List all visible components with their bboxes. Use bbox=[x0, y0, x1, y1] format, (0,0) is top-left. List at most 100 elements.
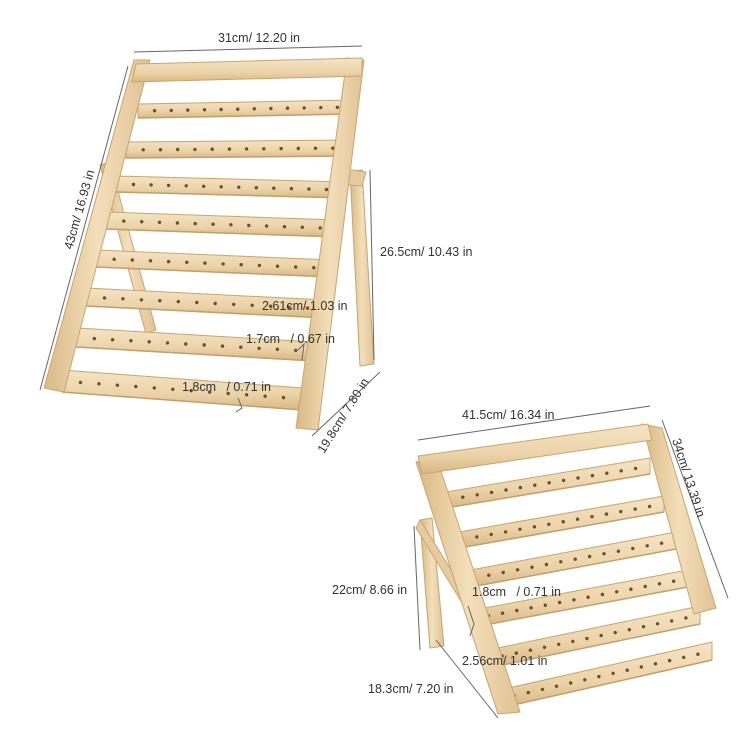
rack-2-peg-hole bbox=[616, 549, 621, 553]
rack-2-peg-hole bbox=[475, 535, 479, 539]
rack-1-peg-hole bbox=[184, 342, 188, 346]
rack-2-peg-hole bbox=[643, 584, 647, 589]
rack-2-peg-hole bbox=[682, 655, 686, 660]
rack-1-peg-hole bbox=[78, 380, 83, 385]
rack-2-peg-hole bbox=[559, 560, 563, 564]
rack-1-peg-hole bbox=[268, 304, 273, 308]
rack-2-peg-hole bbox=[587, 554, 592, 559]
rack-1-peg-hole bbox=[269, 106, 273, 111]
rack-1-peg-hole bbox=[92, 336, 97, 341]
rack-2-peg-hole bbox=[586, 595, 590, 599]
rack-2-peg-hole bbox=[503, 530, 508, 534]
rack-1-peg-hole bbox=[275, 264, 280, 268]
rack-1-peg-hole bbox=[112, 257, 116, 261]
rack-2-peg-hole bbox=[526, 690, 530, 695]
rack-1-peg-hole bbox=[302, 106, 306, 110]
rack-1-peg-hole bbox=[185, 260, 189, 264]
rack-1-peg-hole bbox=[313, 146, 318, 150]
rack-1-peg-hole bbox=[171, 387, 175, 391]
rack-1-peg-hole bbox=[285, 106, 290, 110]
rack-2-peg-hole bbox=[645, 544, 649, 548]
rack-2-peg-hole bbox=[542, 645, 547, 649]
rack-2-peg-hole bbox=[605, 471, 609, 475]
rack-1-peg-hole bbox=[272, 186, 276, 190]
rack-2-peg-hole bbox=[569, 681, 573, 685]
rack-1-peg-hole bbox=[184, 184, 188, 188]
rack-1-peg-hole bbox=[202, 343, 206, 347]
rack-2-crossbar-edge bbox=[433, 473, 651, 511]
rack-1-crossbar-edge bbox=[125, 155, 351, 159]
rack-2-peg-hole bbox=[657, 582, 662, 586]
rack-1-peg-hole bbox=[279, 146, 283, 151]
rack-1-peg-hole bbox=[226, 391, 230, 396]
rack-1-crossbar-edge bbox=[75, 346, 315, 362]
rack-1-crossbar-edge bbox=[95, 266, 333, 278]
rack-2-crossbar-edge bbox=[487, 623, 701, 669]
rack-2-peg-hole bbox=[659, 541, 664, 545]
rack-1-peg-hole bbox=[208, 390, 212, 394]
rack-2-peg-hole bbox=[557, 600, 562, 605]
rack-2-peg-hole bbox=[625, 668, 629, 672]
rack-1-peg-hole bbox=[139, 298, 144, 302]
rack-1-peg-hole bbox=[335, 105, 340, 110]
rack-2-peg-hole bbox=[561, 520, 565, 524]
rack-1-peg-hole bbox=[193, 221, 197, 226]
rack-1-peg-hole bbox=[275, 347, 280, 351]
rack-1-peg-hole bbox=[289, 186, 294, 191]
rack-1-peg-hole bbox=[305, 306, 310, 310]
rack-2-peg-hole bbox=[590, 515, 594, 519]
rack-1-peg-hole bbox=[165, 341, 170, 345]
rack-1-peg-hole bbox=[264, 224, 269, 228]
rack-1-peg-hole bbox=[307, 187, 311, 191]
rack-1-peg-hole bbox=[257, 346, 261, 350]
rack-1-peg-hole bbox=[237, 185, 241, 189]
rack-2-peg-hole bbox=[518, 485, 523, 490]
rack-1-peg-hole bbox=[239, 345, 243, 349]
rack-1-peg-hole bbox=[158, 299, 162, 303]
rack-1-crossbar-edge bbox=[105, 228, 339, 238]
rack-2-peg-hole bbox=[518, 527, 522, 531]
rack-1-peg-hole bbox=[229, 223, 233, 227]
rack-1-peg-hole bbox=[131, 182, 136, 187]
rack-1-peg-hole bbox=[193, 147, 197, 152]
rack-1-peg-hole bbox=[213, 301, 217, 306]
rack-2-peg-hole bbox=[504, 488, 508, 492]
rack-1-peg-hole bbox=[239, 263, 243, 267]
rack-1-peg-hole bbox=[140, 220, 144, 224]
rack-2-crossbar-edge bbox=[447, 511, 665, 551]
rack-2-peg-hole bbox=[573, 557, 577, 561]
rack-2-top-width-label: 41.5cm/ 16.34 in bbox=[462, 408, 554, 422]
rack-2-peg-hole bbox=[619, 469, 623, 473]
rack-2 bbox=[415, 423, 717, 715]
rack-1-peg-hole bbox=[236, 107, 240, 111]
rack-2-top-rail bbox=[417, 423, 653, 475]
rack-2-peg-hole bbox=[515, 568, 520, 572]
rack-1-peg-hole bbox=[158, 148, 163, 152]
rack-2-peg-hole bbox=[515, 608, 519, 613]
rack-1-peg-hole bbox=[282, 225, 287, 229]
rack-2-crossbar-edge bbox=[459, 548, 677, 590]
rack-2-peg-hole bbox=[487, 573, 491, 577]
rack-1-peg-hole bbox=[121, 297, 125, 301]
rack-1-peg-hole bbox=[134, 384, 138, 389]
rack-2-peg-hole bbox=[629, 587, 633, 591]
rack-1-peg-hole bbox=[287, 305, 291, 309]
rack-1-peg-hole bbox=[219, 107, 223, 112]
rack-1-top-width-label: 31cm/ 12.20 in bbox=[218, 31, 300, 45]
dimension-lines bbox=[39, 45, 729, 719]
rack-2-peg-hole bbox=[557, 642, 561, 646]
rack-2-bar-spacing-label: 2.56cm/ 1.01 in bbox=[462, 654, 548, 668]
rack-2-crossbar-edge bbox=[473, 586, 689, 628]
rack-1-peg-hole bbox=[129, 339, 133, 343]
rack-1-peg-hole bbox=[324, 187, 329, 192]
rack-2-peg-hole bbox=[590, 473, 595, 478]
rack-1 bbox=[43, 57, 375, 431]
rack-2-peg-hole bbox=[528, 648, 533, 652]
rack-1-peg-hole bbox=[166, 183, 171, 188]
rack-2-peg-hole bbox=[540, 687, 545, 692]
rack-2-peg-hole bbox=[627, 628, 631, 632]
rack-2-peg-hole bbox=[554, 684, 559, 688]
rack-2-right-rail bbox=[641, 423, 717, 615]
rack-1-peg-hole bbox=[318, 226, 322, 230]
